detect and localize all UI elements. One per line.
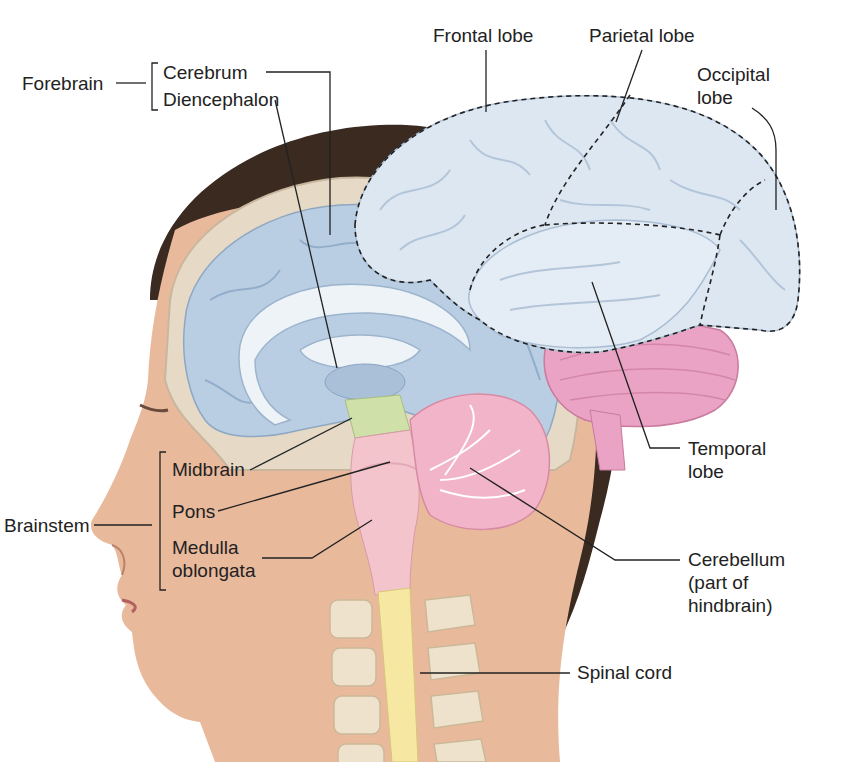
part-label: Spinal cord <box>577 661 672 684</box>
lobe-label: Occipital lobe <box>697 63 789 109</box>
part-label: Cerebrum <box>163 61 247 84</box>
temporal-lobe-shape <box>469 220 720 348</box>
spinal-cord <box>378 588 418 762</box>
arbor-vitae <box>430 405 525 498</box>
eye <box>140 405 168 411</box>
medial-cerebellum <box>410 394 549 529</box>
lobe-label: Temporal lobe <box>688 437 783 483</box>
lateral-gyri <box>380 120 785 310</box>
part-label: Cerebellum (part of hindbrain) <box>688 548 810 618</box>
group-label: Brainstem <box>4 514 90 537</box>
vertebrae <box>330 595 486 762</box>
lobe-label: Frontal lobe <box>433 24 533 47</box>
part-label: Pons <box>172 500 215 523</box>
lobe-borders <box>355 95 800 353</box>
nostril <box>112 545 124 575</box>
group-label: Forebrain <box>22 72 103 95</box>
lateral-cerebrum <box>355 96 800 353</box>
leader-lines <box>94 50 776 673</box>
diencephalon <box>325 364 405 400</box>
fornix <box>300 335 420 368</box>
lobe-label: Parietal lobe <box>589 24 695 47</box>
cerebellum-stem <box>590 410 625 470</box>
lips <box>122 600 135 612</box>
pons-edge <box>360 463 418 470</box>
part-label: Medulla oblongata <box>172 536 272 582</box>
brainstem <box>351 430 419 595</box>
part-label: Diencephalon <box>163 88 279 111</box>
part-label: Midbrain <box>172 458 245 481</box>
